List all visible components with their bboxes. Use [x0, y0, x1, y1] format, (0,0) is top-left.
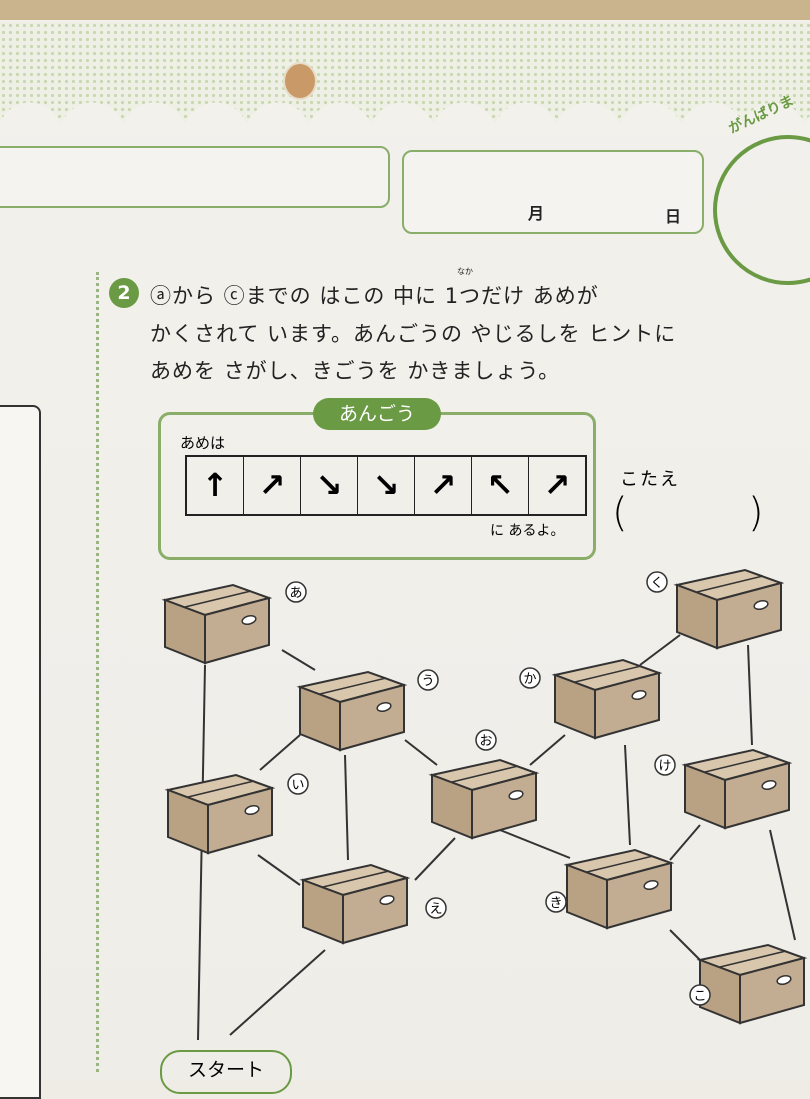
box-label: え	[429, 902, 442, 917]
path-line	[639, 634, 681, 666]
arrow-cell: ↗	[244, 457, 301, 514]
answer-label: こたえ	[620, 469, 680, 490]
path-line	[669, 929, 701, 961]
day-label: 日	[665, 207, 682, 226]
box-き[interactable]: き	[545, 848, 675, 930]
answer-open-paren: (	[612, 490, 628, 536]
arrow-cell: ↘	[301, 457, 358, 514]
ruby-text: なか	[457, 267, 473, 276]
box-label: お	[479, 734, 492, 749]
score-circle	[713, 135, 810, 285]
scallop-edge	[0, 95, 810, 135]
path-line	[414, 837, 456, 881]
path-line	[344, 754, 349, 861]
question-line-3: あめを さがし、きごうを かきましょう。	[150, 359, 561, 383]
hint-title: あんごう	[313, 398, 441, 430]
arrow-sequence: ↑ ↗ ↘ ↘ ↗ ↖ ↗	[185, 455, 587, 516]
path-line	[229, 949, 326, 1036]
arrow-cell: ↖	[472, 457, 529, 514]
box-label: う	[421, 674, 434, 689]
box-あ[interactable]: あ	[161, 581, 307, 665]
path-line	[529, 734, 566, 766]
month-label: 月	[528, 204, 545, 223]
path-line	[769, 829, 796, 941]
path-line	[197, 664, 206, 1041]
arrow-cell: ↗	[415, 457, 472, 514]
path-line	[404, 739, 438, 766]
path-line	[281, 649, 316, 671]
box-か[interactable]: か	[519, 658, 663, 740]
path-line	[259, 734, 301, 771]
arrow-cell: ↑	[187, 457, 244, 514]
box-い[interactable]: い	[164, 773, 309, 855]
arrow-cell: ↗	[543, 466, 571, 504]
date-field[interactable]	[402, 150, 704, 234]
question-line-1: ⓐから ⓒまでの はこの 中に 1つだけ あめが	[150, 284, 599, 308]
hint-prefix: あめは	[180, 434, 226, 452]
path-line	[669, 824, 701, 861]
box-label: け	[658, 759, 671, 774]
box-label: き	[549, 896, 562, 911]
box-label: い	[291, 778, 304, 793]
box-label: く	[650, 576, 663, 591]
box-う[interactable]: う	[296, 669, 439, 752]
dotted-divider	[96, 272, 99, 1072]
box-label: こ	[693, 989, 706, 1004]
punch-hole	[283, 62, 317, 100]
left-panel	[0, 405, 41, 1099]
question-number: 2	[109, 278, 139, 308]
box-け[interactable]: け	[654, 748, 793, 830]
box-え[interactable]: え	[299, 863, 447, 945]
box-こ[interactable]: こ	[689, 943, 808, 1025]
name-field[interactable]	[0, 146, 390, 208]
box-お[interactable]: お	[428, 729, 540, 840]
answer-close-paren: )	[748, 490, 764, 536]
path-line	[624, 744, 631, 846]
box-label: あ	[289, 586, 302, 601]
path-line	[747, 644, 753, 746]
start-label: スタート	[160, 1050, 292, 1094]
question-line-2: かくされて います。あんごうの やじるしを ヒントに	[150, 322, 677, 346]
path-line	[257, 854, 301, 886]
box-く[interactable]: く	[646, 568, 785, 650]
hint-suffix: に あるよ。	[490, 523, 565, 539]
path-line	[499, 829, 571, 859]
box-label: か	[523, 672, 536, 687]
arrow-cell: ↘	[358, 457, 415, 514]
